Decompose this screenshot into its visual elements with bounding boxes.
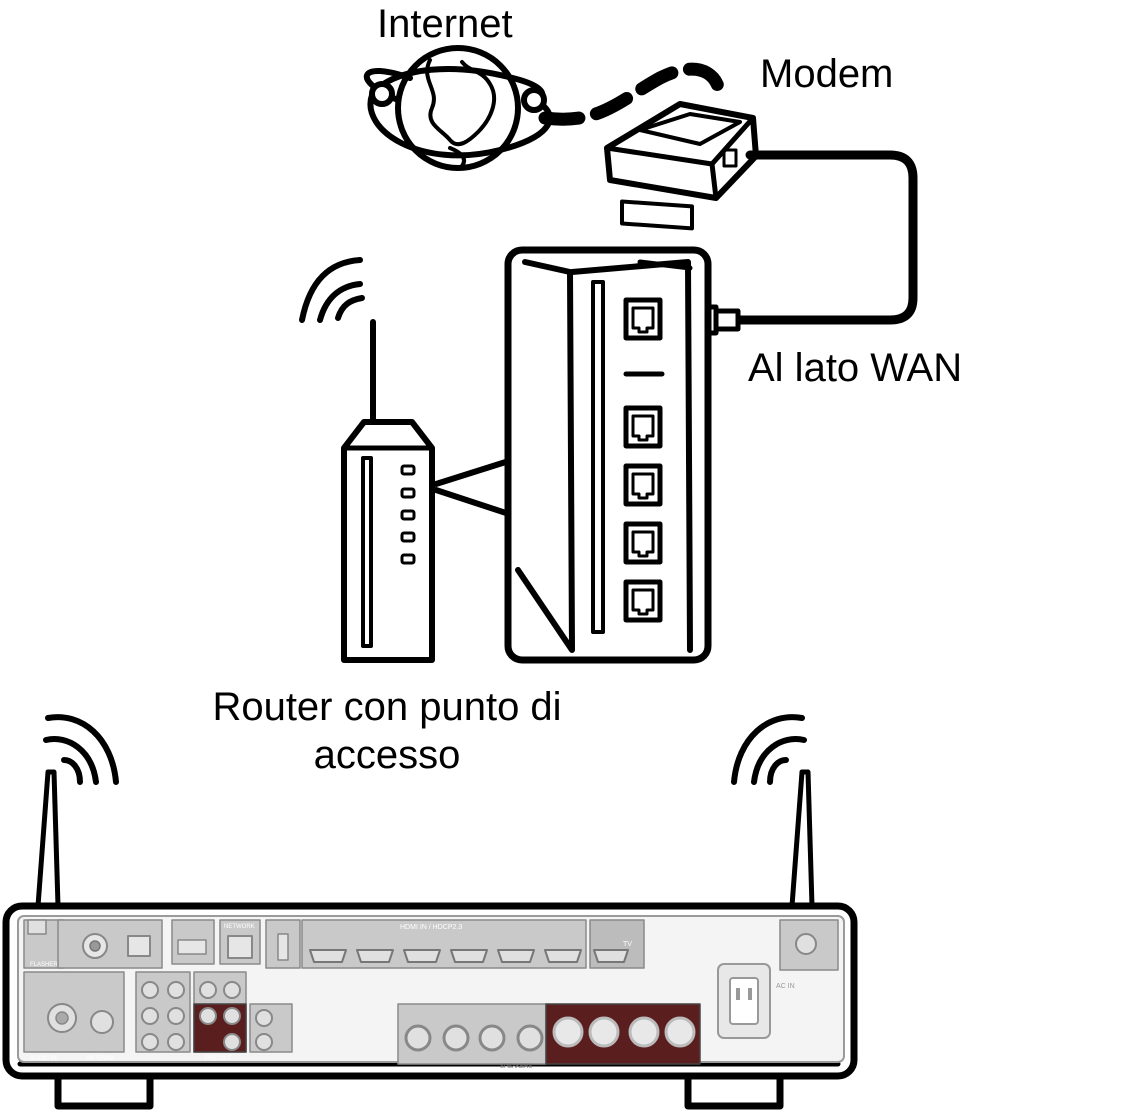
router-label: Router con punto di accesso [212, 685, 562, 777]
modem-label: Modem [760, 52, 894, 96]
modem-icon [604, 101, 759, 231]
internet-globe-icon [363, 45, 553, 171]
label-antenna: ANTENNA [86, 1056, 115, 1062]
wan-side-label: Al lato WAN [748, 346, 963, 390]
label-audio-in: AUDIO IN [30, 1056, 57, 1062]
wan-cable [733, 150, 918, 325]
internet-modem-link [538, 62, 727, 126]
label-flasher: FLASHER [30, 962, 58, 968]
router-icon [299, 257, 435, 663]
label-pre-out: PRE OUT [205, 1056, 232, 1062]
zoom-callout [433, 457, 515, 518]
internet-label: Internet [377, 2, 513, 46]
label-hdmi-in: HDMI IN / HDCP2.3 [400, 924, 462, 931]
label-tv: TV [623, 941, 632, 948]
label-network: NETWORK [224, 924, 255, 930]
router-zoom-view [504, 246, 712, 664]
av-receiver: FLASHER NETWORK HDMI IN / HDCP2.3 TV [2, 902, 858, 1110]
router-lan-ports [623, 405, 663, 623]
label-speakers: SPEAKERS [500, 1064, 532, 1070]
router-wan-port [623, 297, 663, 341]
receiver-antenna-left [35, 714, 119, 909]
receiver-antenna-right [731, 714, 815, 909]
label-ac-in: AC IN [776, 983, 795, 990]
